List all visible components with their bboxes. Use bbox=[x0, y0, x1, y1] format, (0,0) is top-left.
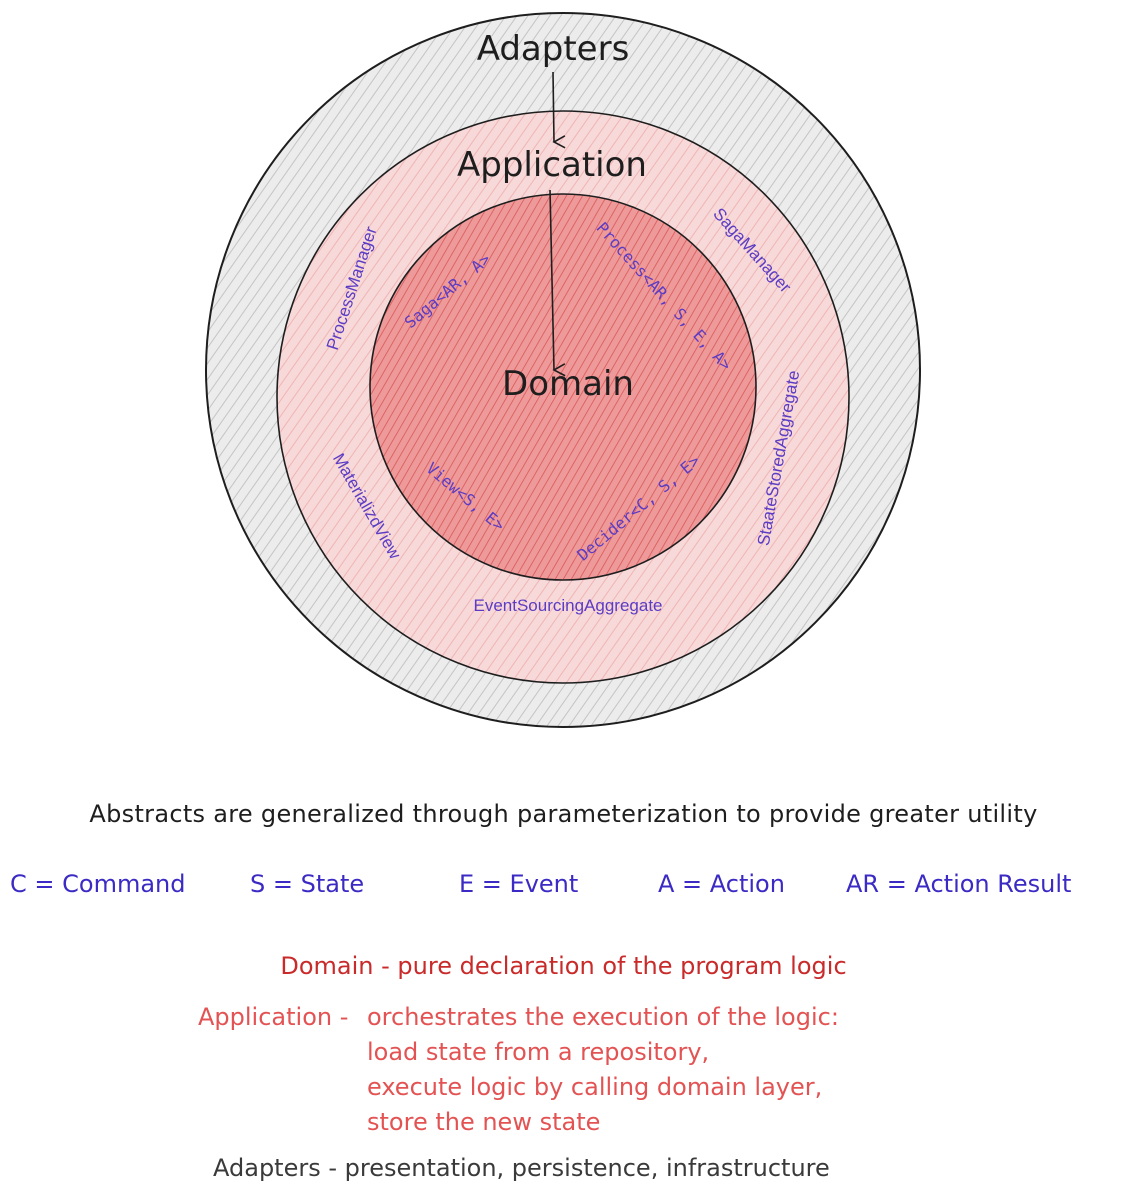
legend: C = Command S = State E = Event A = Acti… bbox=[0, 870, 1127, 910]
domain-ring bbox=[369, 193, 757, 581]
adapters-to-application-arrow bbox=[552, 71, 566, 149]
application-description-line: execute logic by calling domain layer, bbox=[367, 1073, 823, 1101]
application-description-line: store the new state bbox=[367, 1108, 601, 1136]
onion-architecture-diagram: Adapters Application Domain ProcessManag… bbox=[205, 12, 921, 728]
application-description: Application - orchestrates the execution… bbox=[0, 1003, 1127, 1143]
application-title: Application bbox=[457, 145, 647, 185]
adapters-description: Adapters - presentation, persistence, in… bbox=[213, 1154, 830, 1182]
legend-item-event: E = Event bbox=[459, 870, 579, 898]
legend-item-command: C = Command bbox=[10, 870, 186, 898]
domain-description: Domain - pure declaration of the program… bbox=[280, 952, 847, 980]
application-description-line: orchestrates the execution of the logic: bbox=[367, 1003, 839, 1031]
adapters-title: Adapters bbox=[477, 29, 630, 69]
summary-text: Abstracts are generalized through parame… bbox=[89, 800, 1038, 828]
legend-item-action-result: AR = Action Result bbox=[846, 870, 1072, 898]
legend-item-state: S = State bbox=[250, 870, 365, 898]
application-description-line: load state from a repository, bbox=[367, 1038, 710, 1066]
application-to-domain-arrow bbox=[549, 189, 566, 377]
application-description-label: Application - bbox=[198, 1003, 349, 1031]
legend-item-action: A = Action bbox=[658, 870, 785, 898]
domain-title: Domain bbox=[502, 364, 634, 404]
event-sourcing-aggregate-label: EventSourcingAggregate bbox=[473, 596, 662, 615]
